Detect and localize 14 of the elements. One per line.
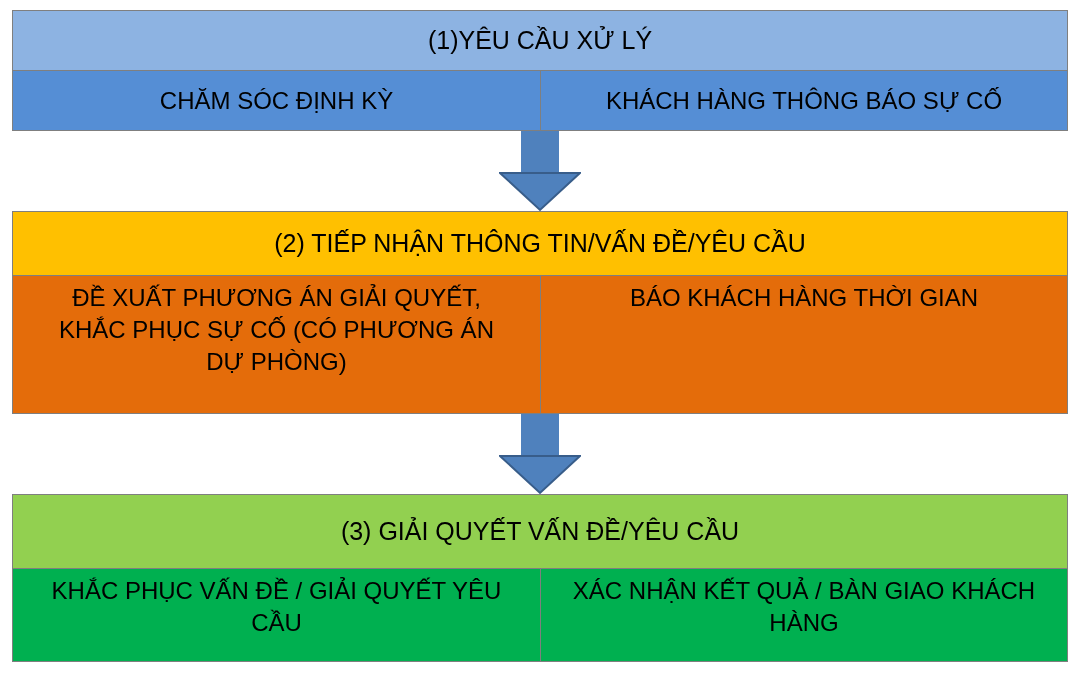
process-cell: KHẮC PHỤC VẤN ĐỀ / GIẢI QUYẾT YÊU CẦU bbox=[13, 569, 540, 661]
block-arrow bbox=[499, 414, 581, 494]
block-heading: (1)YÊU CẦU XỬ LÝ bbox=[13, 11, 1067, 71]
process-cell: CHĂM SÓC ĐỊNH KỲ bbox=[13, 71, 540, 130]
process-cell: XÁC NHẬN KẾT QUẢ / BÀN GIAO KHÁCH HÀNG bbox=[540, 569, 1067, 661]
process-block bbox=[12, 211, 1068, 414]
process-block bbox=[12, 494, 1068, 662]
process-cell: KHÁCH HÀNG THÔNG BÁO SỰ CỐ bbox=[540, 71, 1067, 130]
block-heading: (2) TIẾP NHẬN THÔNG TIN/VẤN ĐỀ/YÊU CẦU bbox=[13, 212, 1067, 276]
process-block bbox=[12, 10, 1068, 131]
block-arrow bbox=[499, 131, 581, 211]
process-cell: BÁO KHÁCH HÀNG THỜI GIAN bbox=[540, 276, 1067, 413]
process-cell: ĐỀ XUẤT PHƯƠNG ÁN GIẢI QUYẾT, KHẮC PHỤC SỰ CỐ (CÓ PHƯƠNG ÁN DỰ PHÒNG) bbox=[13, 276, 540, 413]
block-heading: (3) GIẢI QUYẾT VẤN ĐỀ/YÊU CẦU bbox=[13, 495, 1067, 569]
